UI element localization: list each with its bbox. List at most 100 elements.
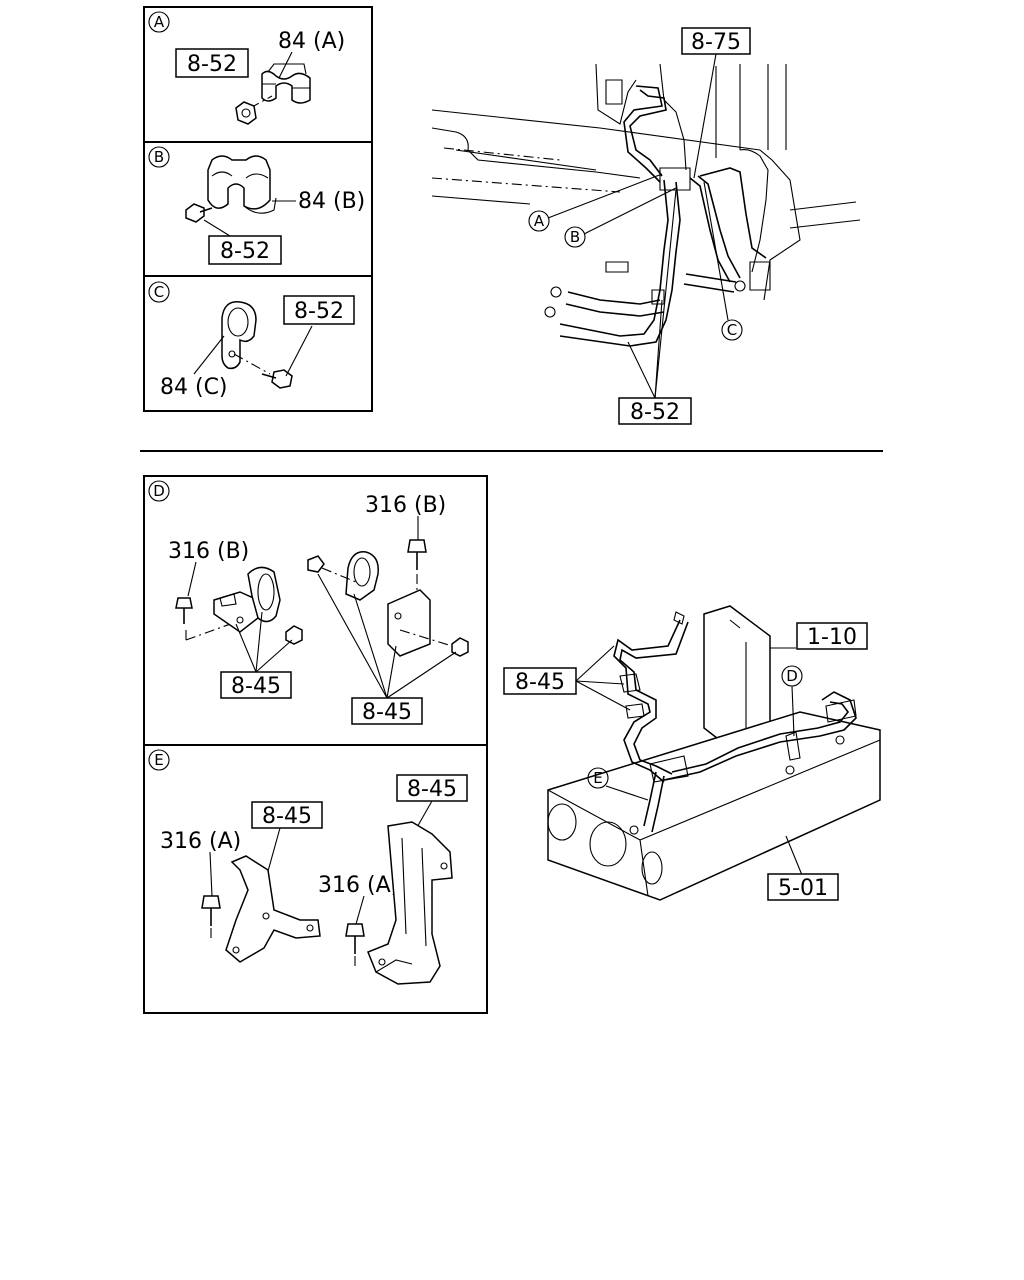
clamp-84c-icon [221,301,257,370]
clip-845-left-icon [213,566,281,633]
detail-panel-d: D 316 (B) 316 (B) [148,480,469,725]
ref-box-845-e-right [396,774,468,802]
nut-d-right-icon [451,637,469,657]
nut-a-icon [235,101,257,125]
part-label-84a: 84 (A) [278,29,345,54]
ref-box-b [208,235,282,265]
frame-hole-1 [547,803,577,841]
leader-316b-left [187,561,197,597]
bottom-assembly: 1-10 5-01 8-45 D [503,605,881,901]
callout-circle-c [148,281,170,303]
callout-circle-top-a [528,210,550,232]
ref-label-845-e-right: 8-45 [407,777,457,802]
ref-label-110: 1-10 [807,625,857,650]
ref-label-c: 8-52 [294,299,344,324]
top-assembly: 8-75 [431,27,861,425]
leader-845-d-right-1 [317,573,388,699]
leader-852c [285,325,313,377]
detail-panel-b: B 84 (B) 8-52 [148,146,365,265]
detail-panel-e: E 8-45 316 (A) 8-45 316 (A) [148,749,468,985]
leader-e-bottom [605,785,649,801]
callout-top-b: B [570,228,580,246]
ref-box-852-top [618,397,692,425]
callout-bottom-e: E [593,769,602,787]
callout-circle-a [148,11,170,33]
leader-c [703,181,729,321]
bolt-label-e-left: 316 (A) [160,829,241,854]
leader-845-d-left-1 [235,623,257,673]
callout-top-c: C [727,321,737,339]
center-line-c [233,353,271,375]
leader-501 [785,835,805,881]
leader-875 [693,53,717,179]
callout-label-d: D [153,482,165,500]
leader-852-c [654,189,677,399]
leader-845-d-right-3 [386,645,397,699]
frame-rail [547,711,881,901]
leader-a [547,173,663,219]
ref-box-875 [681,27,751,55]
callout-circle-bottom-d [781,665,803,687]
leader-845-d-left-3 [255,639,293,673]
detail-panel-c: C 8-52 84 (C) [148,281,355,400]
ref-label-845-d-right: 8-45 [362,700,412,725]
leader-316a-right [355,895,365,925]
callout-bottom-d: D [786,667,798,685]
ref-box-845-d-right [351,697,423,725]
part-label-84c: 84 (C) [160,375,228,400]
ref-label-852-top: 8-52 [630,400,680,425]
ref-label-a: 8-52 [187,52,237,77]
leader-845-d-left-2 [255,611,263,673]
leader-845-d-right-4 [386,651,457,699]
ref-label-845-bottom: 8-45 [515,670,565,695]
ref-box-845-e-left [251,801,323,829]
ref-label-b: 8-52 [220,239,270,264]
callout-circle-d [148,480,170,502]
bracket-845-e-right-icon [367,821,453,985]
bolt-d-right-small-icon [307,555,357,583]
leader-852-a [627,341,656,399]
leader-845-bottom-3 [575,680,631,711]
clamp-84a-icon [261,63,311,104]
leader-84a [277,51,293,81]
frame-hole-3 [641,851,663,885]
detail-panels-de [143,475,488,1014]
callout-circle-top-c [721,319,743,341]
ref-label-875: 8-75 [691,30,741,55]
bolt-316a-right-icon [345,923,365,954]
bolt-316b-right-icon [407,539,427,570]
callout-top-a: A [534,212,545,230]
clip-845-right-icon [345,551,431,657]
leader-b [583,187,677,235]
callout-label-a: A [154,13,165,31]
bolt-316b-left-icon [175,597,193,624]
ref-box-110 [796,622,868,650]
bracket-845-e-left-icon [225,855,321,963]
bolt-label-d-right: 316 (B) [365,493,446,518]
bolt-d-small-icon [219,593,237,607]
ref-box-c [283,295,355,325]
nut-d-left-icon [285,625,303,645]
ref-box-a [175,48,249,78]
callout-circle-e [148,749,170,771]
bolt-label-d-left: 316 (B) [168,539,249,564]
leader-845-bottom-2 [575,680,625,685]
leader-d-bottom [791,685,795,737]
leader-316a-left [209,851,213,897]
ref-label-845-d-left: 8-45 [231,674,281,699]
leader-845-bottom-1 [575,645,615,682]
ref-label-501: 5-01 [778,876,828,901]
callout-label-b: B [154,148,164,166]
part-label-84b: 84 (B) [298,189,365,214]
detail-panels-abc [143,6,373,412]
callout-circle-bottom-e [587,767,609,789]
callout-label-c: C [154,283,164,301]
bolt-316a-left-icon [201,895,221,926]
clamp-84b-icon [207,155,277,214]
leader-84c [193,335,225,375]
callout-circle-b [148,146,170,168]
detail-panel-a: A 8-52 84 (A) [148,11,345,125]
callout-label-e: E [154,751,163,769]
frame-hole-2 [589,821,627,867]
ref-box-501 [767,873,839,901]
